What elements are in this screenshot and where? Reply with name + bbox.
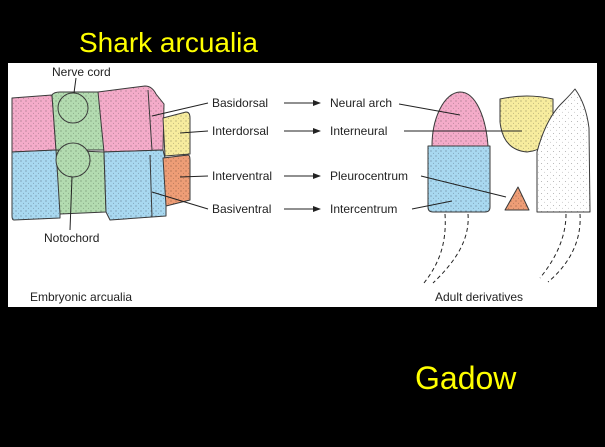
centrum-block (428, 146, 490, 212)
embryonic-label-basidorsal: Basidorsal (212, 96, 268, 110)
basidorsal-block-left (12, 95, 56, 152)
basiventral-block-left (12, 150, 60, 220)
adult-caption: Adult derivatives (435, 290, 523, 304)
slide-credit: Gadow (415, 360, 517, 396)
nerve-cord-circle (58, 93, 88, 123)
embryonic-label-interventral: Interventral (212, 169, 272, 183)
interdorsal-block (163, 112, 190, 156)
slide-title: Shark arcualia (79, 27, 258, 58)
notochord-circle (56, 143, 90, 177)
adult-label-pleurocentrum: Pleurocentrum (330, 169, 408, 183)
adult-label-interneural: Interneural (330, 124, 387, 138)
basiventral-block (104, 150, 166, 220)
embryonic-label-interdorsal: Interdorsal (212, 124, 269, 138)
interventral-block (163, 155, 190, 206)
adult-label-intercentrum: Intercentrum (330, 202, 397, 216)
adult-label-neural-arch: Neural arch (330, 96, 392, 110)
nerve-cord-label: Nerve cord (52, 65, 111, 79)
embryonic-caption: Embryonic arcualia (30, 290, 132, 304)
basidorsal-block (98, 86, 164, 152)
notochord-label: Notochord (44, 231, 99, 245)
embryonic-label-basiventral: Basiventral (212, 202, 271, 216)
